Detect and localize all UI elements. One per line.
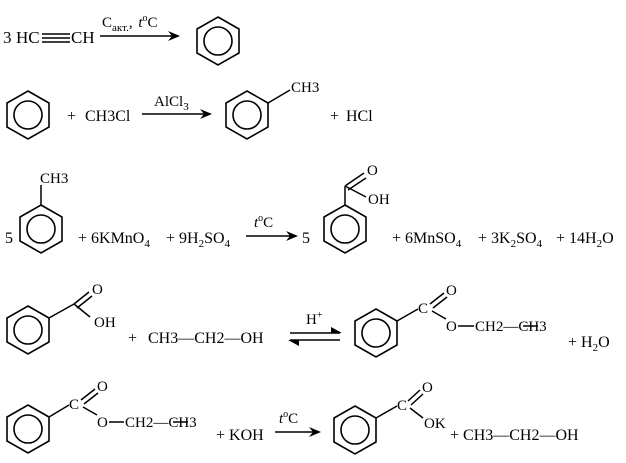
carbon-label: C [69, 397, 79, 413]
ch-label: CH [71, 28, 95, 47]
catalyst-label: AlCl3 [154, 94, 189, 113]
toluene-ring [225, 89, 291, 140]
reaction-arrow [100, 31, 180, 41]
ester-oxygen-label: O [446, 319, 457, 335]
k2so4-label: + 3K2SO4 [478, 230, 543, 250]
reaction-arrow [142, 109, 212, 119]
acid-catalyst-label: H+ [306, 310, 323, 328]
temperature-label: toC [254, 213, 273, 231]
ethyl-benzoate [354, 292, 538, 358]
reaction-3: CH3 5 + 6KMnO4 + 9H2SO4 toC 5 O [5, 163, 614, 254]
benzene-ring [6, 90, 50, 140]
ethanol-label: + CH3—CH2—OH [450, 427, 579, 444]
coefficient: 5 [302, 230, 310, 247]
triple-bond [42, 33, 70, 43]
oxygen-label: O [422, 380, 433, 396]
reaction-arrow [246, 231, 298, 241]
benzene-ring [196, 16, 240, 66]
methyl-label: CH3 [291, 80, 319, 96]
coefficient: 5 [5, 230, 13, 247]
reaction-5: C O O CH2—CH3 + KOH toC C O OK + CH3—CH2… [6, 379, 579, 455]
benzoic-acid [323, 172, 367, 254]
koh-label: + KOH [216, 427, 264, 444]
hydroxyl-label: OH [368, 192, 390, 208]
reaction-arrow [275, 427, 321, 437]
hc-label: HC [16, 28, 40, 47]
potassium-oxide-label: OK [424, 416, 446, 432]
plus-sign: + [128, 330, 137, 347]
water-label: + 14H2O [556, 230, 614, 250]
water-label: + H2O [568, 334, 610, 354]
ethyl-benzoate [6, 388, 188, 454]
benzoic-acid [6, 291, 93, 355]
kmno4-label: + 6KMnO4 [78, 230, 150, 250]
hcl-label: HCl [346, 108, 373, 125]
toluene-ring [19, 204, 63, 254]
ethyl-label: CH2—CH3 [125, 415, 197, 431]
carbon-label: C [418, 301, 428, 317]
mnso4-label: + 6MnSO4 [392, 230, 462, 250]
plus-sign: + [67, 108, 76, 125]
ethanol-label: CH3—CH2—OH [148, 330, 264, 347]
oxygen-label: O [367, 163, 378, 179]
reaction-4: O OH + CH3—CH2—OH H+ C O O CH2—CH3 + [6, 282, 610, 358]
methyl-chloride: CH3Cl [85, 108, 131, 125]
catalyst-label: Cакт., toC [102, 13, 158, 34]
ethyl-label: CH2—CH3 [475, 319, 547, 335]
equilibrium-arrow [288, 327, 342, 346]
methyl-label: CH3 [40, 171, 68, 187]
reaction-2: + CH3Cl AlCl3 CH3 + HCl [6, 80, 373, 140]
coefficient: 3 [3, 28, 12, 47]
oxygen-label: O [446, 283, 457, 299]
reaction-1: 3 HC CH Cакт., toC [3, 13, 240, 66]
hydroxyl-label: OH [94, 315, 116, 331]
oxygen-label: O [97, 379, 108, 395]
oxygen-label: O [92, 282, 103, 298]
carbon-label: C [397, 398, 407, 414]
plus-sign: + [330, 108, 339, 125]
potassium-benzoate [333, 389, 424, 455]
h2so4-label: + 9H2SO4 [166, 230, 231, 250]
temperature-label: toC [279, 409, 298, 427]
ester-oxygen-label: O [97, 415, 108, 431]
